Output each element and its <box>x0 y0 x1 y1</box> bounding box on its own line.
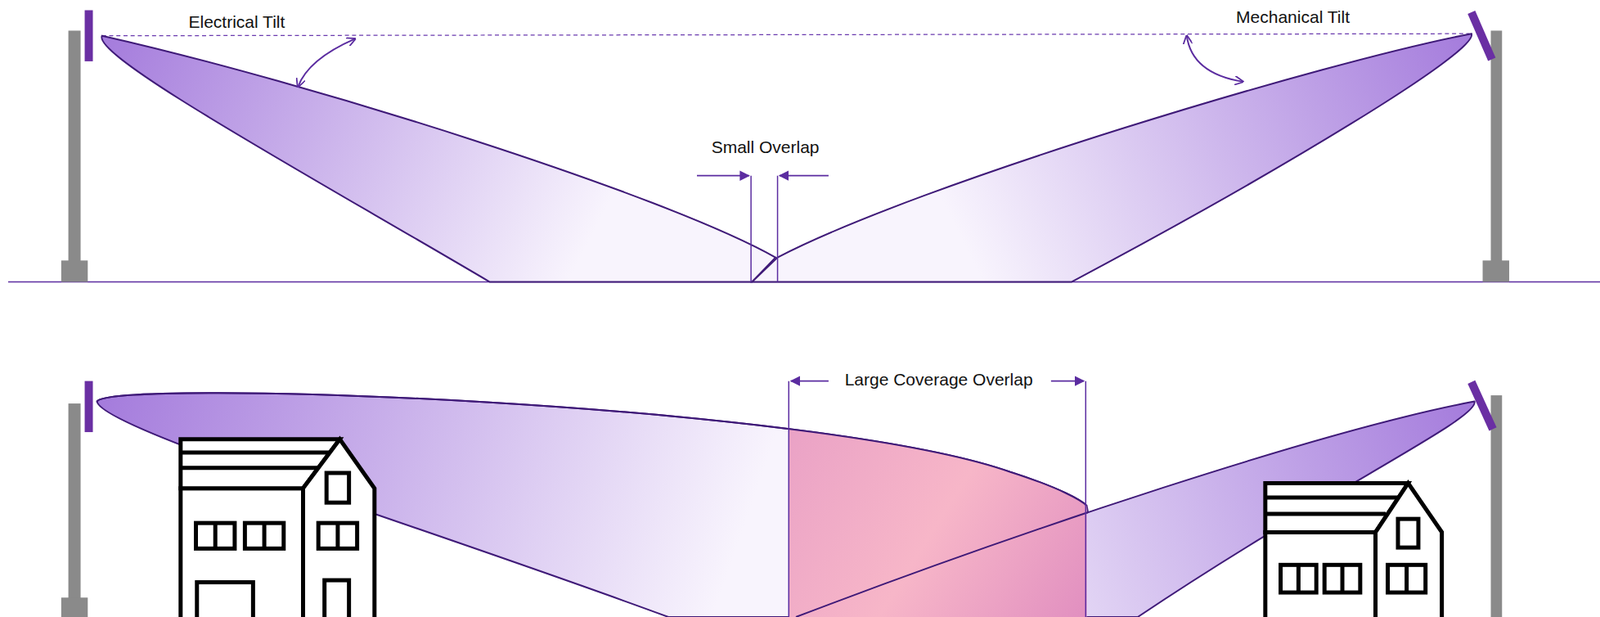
antenna-panel <box>1471 382 1493 429</box>
house-window <box>1324 564 1361 593</box>
houses <box>180 439 1443 617</box>
window-bar <box>262 522 267 549</box>
house-wall <box>180 488 304 617</box>
dimension-arrow <box>1051 380 1084 383</box>
dimension-arrow <box>791 380 829 383</box>
antenna-panel <box>85 381 94 432</box>
pole-base <box>1483 260 1510 282</box>
diagram-label: Mechanical Tilt <box>1233 7 1353 28</box>
tilt-arc <box>1186 35 1244 82</box>
dimension-arrow <box>696 175 750 177</box>
dimension-arrow <box>779 175 829 177</box>
beam-edge <box>97 392 1088 506</box>
overlap-area <box>751 33 1471 282</box>
antenna-pole <box>1491 30 1503 264</box>
dimension-line <box>750 175 751 283</box>
tilt-arc <box>297 38 356 87</box>
window-bar <box>1340 564 1345 593</box>
house-window <box>244 522 284 549</box>
overlap-area <box>788 377 1475 617</box>
roof-line <box>1265 511 1386 516</box>
roof-line <box>180 450 330 455</box>
house-window <box>1388 564 1426 593</box>
house-window <box>196 522 235 549</box>
roof-line <box>1265 494 1398 499</box>
horizon-line <box>102 33 1470 36</box>
window-bar <box>335 522 340 549</box>
antenna-panel <box>1471 12 1493 59</box>
diagram-label: Electrical Tilt <box>185 12 288 33</box>
house-roof <box>1375 482 1443 617</box>
window-bar <box>213 522 218 549</box>
window-bar <box>1296 564 1301 593</box>
antenna-panel <box>85 9 94 61</box>
diagram-label: Small Overlap <box>709 136 823 158</box>
window-bar <box>1404 564 1409 593</box>
antenna-beam <box>101 35 776 283</box>
house-wall <box>1265 531 1376 617</box>
dimension-line <box>1085 381 1087 617</box>
house-opening <box>1397 518 1419 548</box>
house-icon <box>1265 482 1443 617</box>
antenna-beam <box>751 33 1472 282</box>
house-opening <box>326 472 349 503</box>
diagram-label: Large Coverage Overlap <box>842 369 1036 391</box>
roof-line <box>180 465 319 470</box>
overlap-fill <box>751 33 1471 282</box>
overlap-fill <box>788 377 1087 617</box>
antenna-pole <box>68 30 81 264</box>
dimension-line <box>788 381 790 617</box>
pole-base <box>61 260 88 282</box>
house-icon <box>180 439 375 617</box>
house-window <box>1280 564 1317 593</box>
pole-base <box>61 597 88 617</box>
dimension-line <box>777 175 778 283</box>
antenna-pole <box>68 403 81 603</box>
house-opening <box>324 579 350 617</box>
house-opening <box>197 582 254 617</box>
house-window <box>318 522 357 549</box>
